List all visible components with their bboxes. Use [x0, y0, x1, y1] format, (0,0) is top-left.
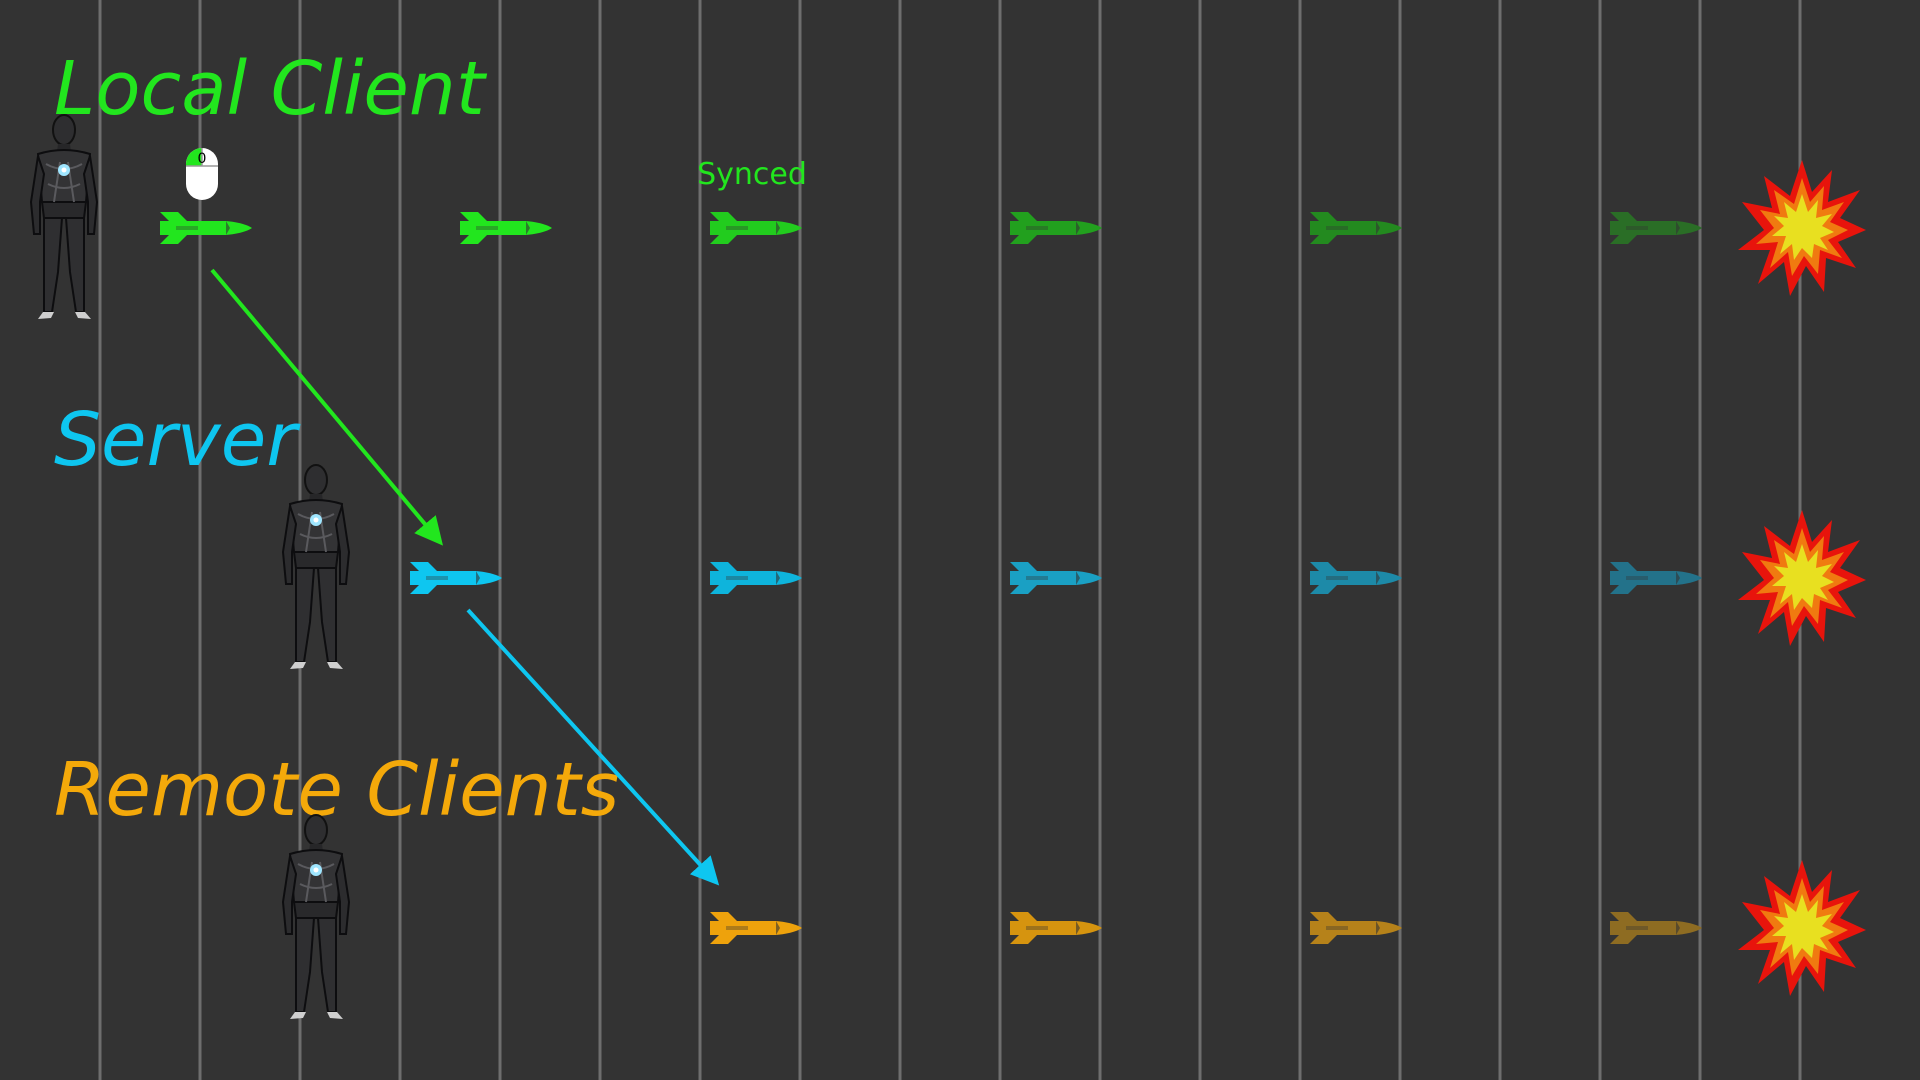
missile-icon [1610, 562, 1702, 594]
missile-icon [1010, 562, 1102, 594]
local-to-server-arrow [210, 268, 443, 546]
missile-icon [1610, 212, 1702, 244]
missile-icon [710, 212, 802, 244]
missile-icon [1310, 912, 1402, 944]
mouse-icon: 0 [186, 148, 218, 200]
missile-icon [160, 212, 252, 244]
server-missiles [410, 562, 1702, 594]
explosion-icon [1738, 510, 1866, 646]
missile-icon [410, 562, 502, 594]
synced-label: Synced [697, 157, 807, 192]
explosion-icon [1738, 160, 1866, 296]
remote-client-missiles [710, 912, 1702, 944]
server-to-remote-arrow [466, 608, 720, 886]
lane-title-remote-clients: Remote Clients [54, 747, 619, 833]
explosion-icon [1738, 860, 1866, 996]
timeline-grid [98, 0, 1802, 1080]
missile-icon [460, 212, 552, 244]
mouse-button-label: 0 [198, 151, 207, 167]
missile-icon [710, 912, 802, 944]
server-character-icon [282, 464, 350, 670]
missile-icon [710, 562, 802, 594]
lane-title-local-client: Local Client [54, 46, 488, 132]
lane-title-server: Server [54, 397, 301, 483]
local-client-character-icon [30, 114, 98, 320]
remote-client-character-icon [282, 814, 350, 1020]
missile-icon [1010, 912, 1102, 944]
missile-icon [1310, 212, 1402, 244]
local-client-missiles [160, 212, 1702, 244]
missile-icon [1310, 562, 1402, 594]
missile-icon [1610, 912, 1702, 944]
missile-icon [1010, 212, 1102, 244]
